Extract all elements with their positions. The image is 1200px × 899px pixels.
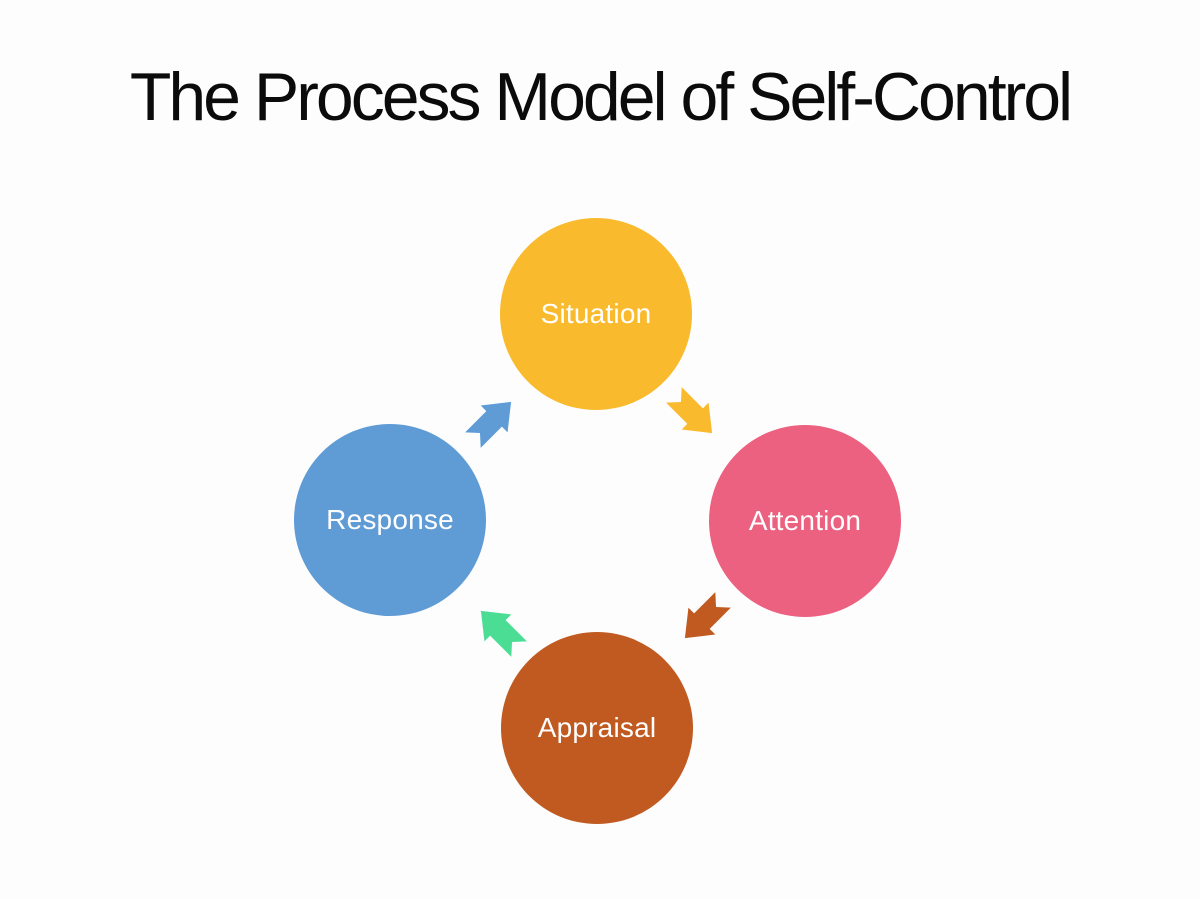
cycle-node-attention: Attention [709, 425, 901, 617]
arrow-response-to-situation-icon [465, 401, 512, 448]
cycle-node-appraisal: Appraisal [501, 632, 693, 824]
cycle-node-appraisal-label: Appraisal [537, 712, 657, 743]
cycle-node-response-label: Response [326, 504, 454, 535]
cycle-node-response: Response [294, 424, 486, 616]
arrow-attention-to-appraisal-icon [684, 592, 731, 639]
page-title: The Process Model of Self-Control [129, 59, 1073, 135]
arrow-situation-to-attention-icon [666, 387, 713, 434]
cycle-node-situation-label: Situation [540, 298, 652, 329]
cycle-node-situation: Situation [500, 218, 692, 410]
cycle-node-attention-label: Attention [748, 505, 862, 536]
arrow-appraisal-to-response-icon [480, 610, 527, 657]
